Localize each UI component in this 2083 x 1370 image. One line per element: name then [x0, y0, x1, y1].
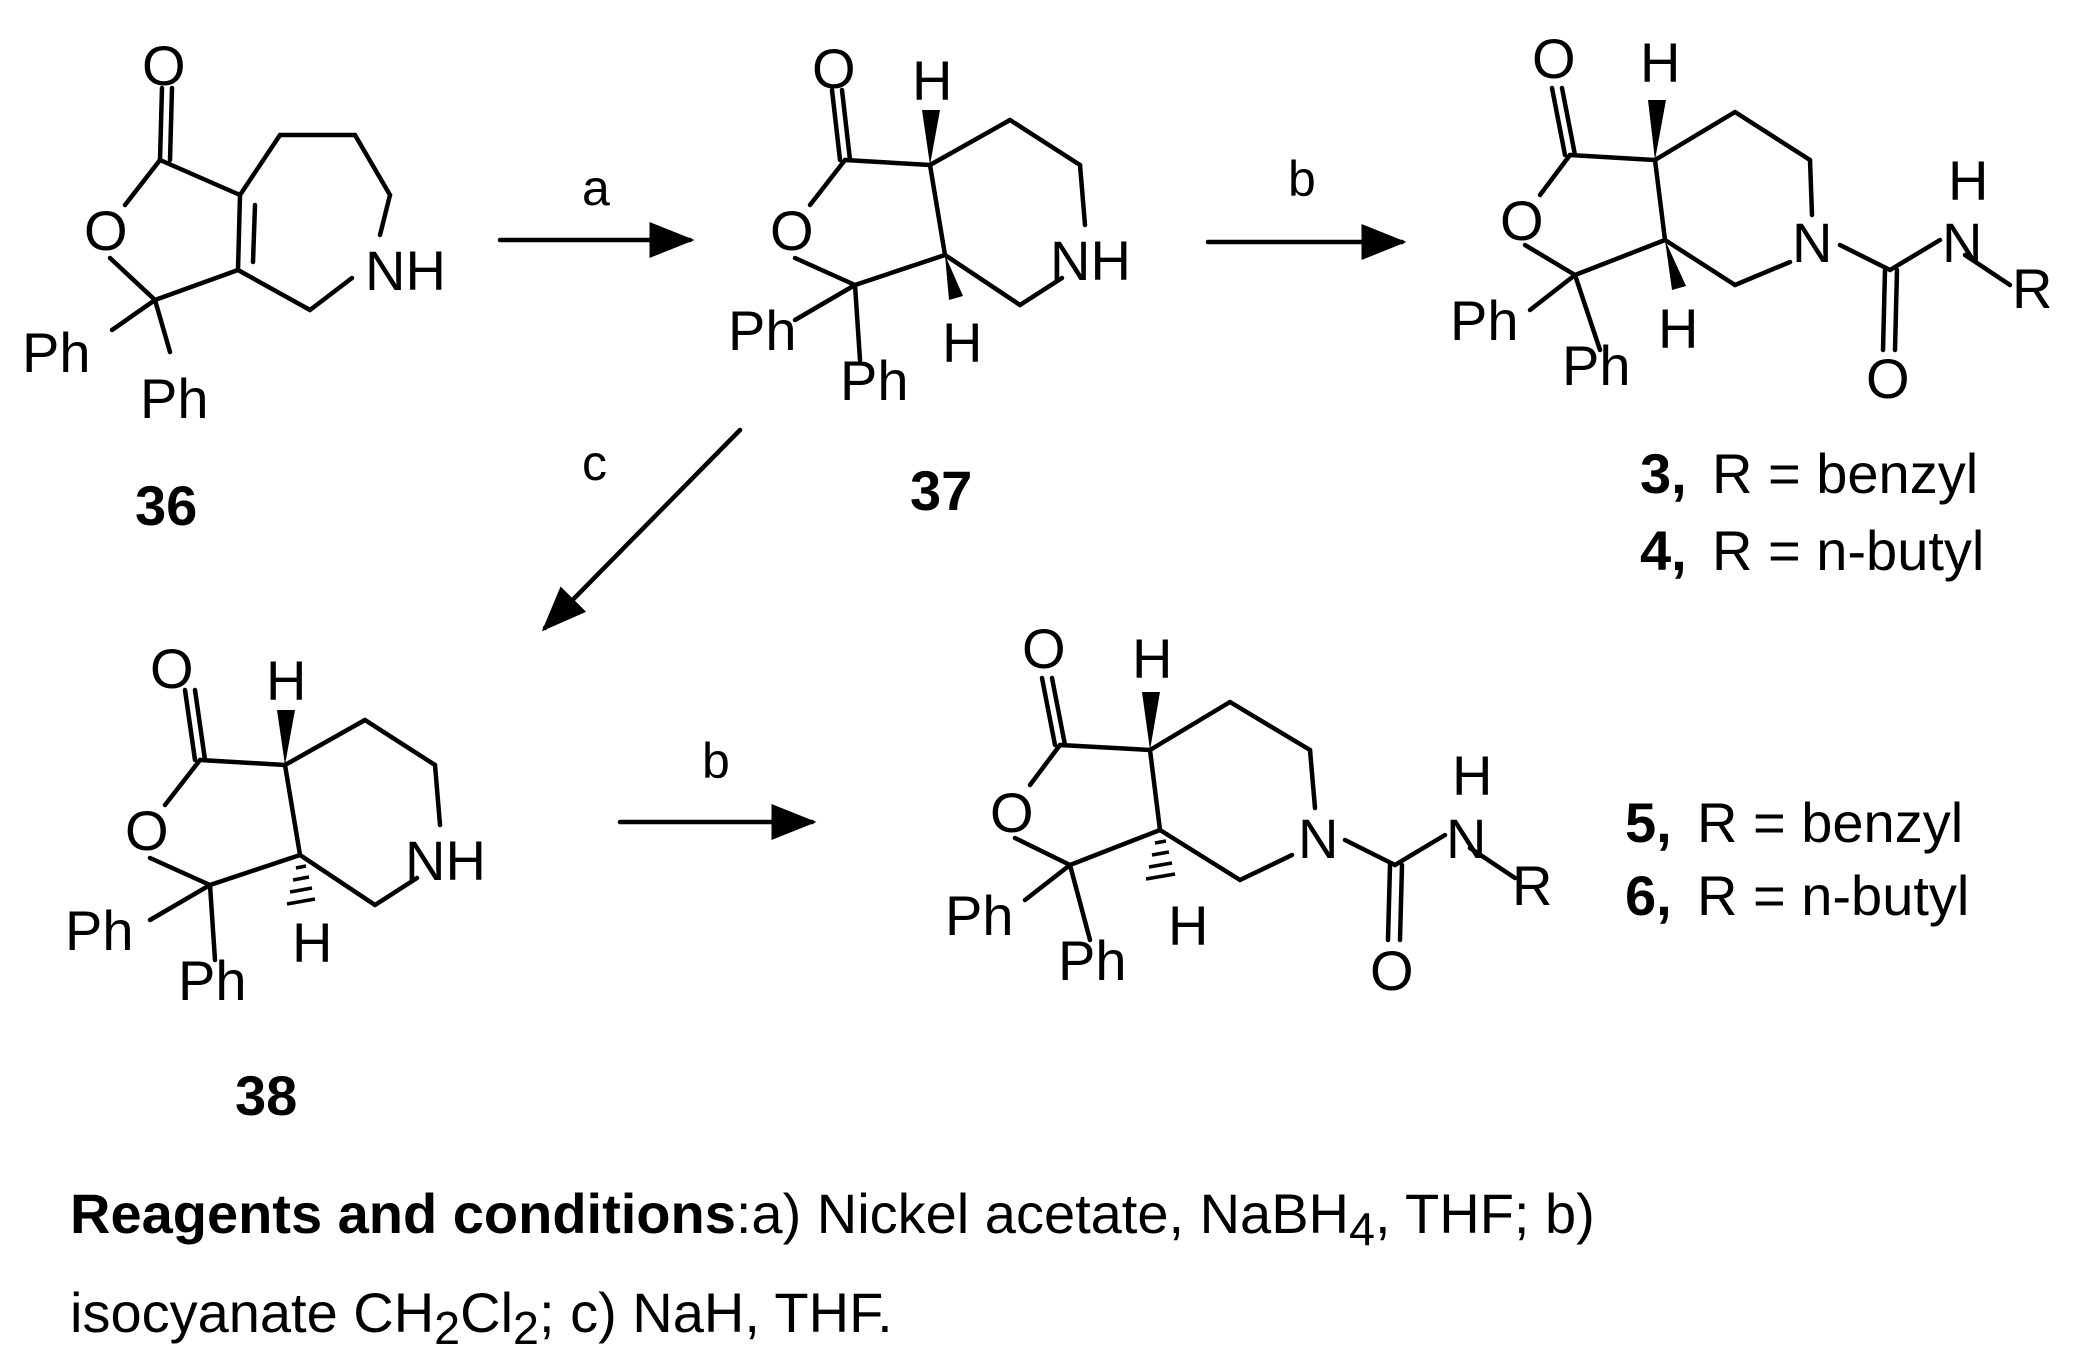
- compound-38-structure: O O NH H H Ph Ph: [65, 637, 486, 1012]
- compound-number-38: 38: [235, 1064, 297, 1127]
- atom-label-Ph: Ph: [945, 884, 1014, 947]
- atom-label-Ph: Ph: [140, 367, 209, 430]
- compound-37-structure: O O NH H H Ph Ph: [728, 37, 1131, 412]
- atom-label-O: O: [150, 637, 194, 700]
- conditions-text-d: Cl: [460, 1281, 514, 1345]
- r-group-nbutyl: R = n-butyl: [1712, 519, 1984, 582]
- reagent-label-c: c: [582, 435, 607, 491]
- atom-label-Ph: Ph: [1058, 929, 1127, 992]
- r-group-nbutyl: R = n-butyl: [1697, 864, 1969, 927]
- atom-label-H: H: [942, 311, 982, 374]
- atom-label-O: O: [1500, 189, 1544, 252]
- atom-label-H: H: [1132, 627, 1172, 690]
- reagent-label-b: b: [1288, 151, 1316, 207]
- atom-label-NH: NH: [1050, 229, 1131, 292]
- conditions-text-c: isocyanate CH: [70, 1281, 435, 1345]
- atom-label-R: R: [1512, 854, 1552, 917]
- atom-label-NH: NH: [365, 239, 446, 302]
- reagent-label-b: b: [702, 733, 730, 789]
- compound-number-37: 37: [910, 459, 972, 522]
- conditions-text-a: :a) Nickel acetate, NaBH: [735, 1182, 1349, 1245]
- atom-label-O: O: [1370, 939, 1414, 1002]
- atom-label-Ph: Ph: [22, 321, 91, 384]
- atom-label-O: O: [84, 199, 128, 262]
- atom-label-Ph: Ph: [728, 299, 797, 362]
- atom-label-H: H: [1658, 297, 1698, 360]
- conditions-heading: Reagents and conditions: [70, 1182, 736, 1245]
- subscript: 2: [513, 1302, 539, 1355]
- conditions-text-e: ; c) NaH, THF.: [538, 1281, 893, 1345]
- atom-label-Ph: Ph: [178, 949, 247, 1012]
- atom-label-O: O: [1532, 27, 1576, 90]
- atom-label-O: O: [142, 34, 186, 97]
- atom-label-H: H: [1168, 894, 1208, 957]
- conditions-line-1: Reagents and conditions:a) Nickel acetat…: [70, 1172, 2020, 1271]
- product-label-4: 4, R = n-butyl: [1640, 519, 1984, 582]
- atom-label-Ph: Ph: [1450, 289, 1519, 352]
- atom-label-O: O: [990, 781, 1034, 844]
- atom-label-NH: NH: [405, 829, 486, 892]
- atom-label-H: H: [266, 649, 306, 712]
- atom-label-O: O: [1866, 347, 1910, 410]
- reagents-and-conditions: Reagents and conditions:a) Nickel acetat…: [70, 1172, 2020, 1370]
- conditions-text-b: , THF; b): [1374, 1182, 1595, 1245]
- compound-5-6-structure: O O N N H R O H H Ph Ph: [945, 617, 1552, 1002]
- compound-number-3: 3,: [1640, 442, 1687, 505]
- compound-number-5: 5,: [1625, 791, 1672, 854]
- atom-label-O: O: [1022, 617, 1066, 680]
- atom-label-Ph: Ph: [65, 899, 134, 962]
- atom-label-O: O: [770, 199, 814, 262]
- product-label-6: 6, R = n-butyl: [1625, 864, 1969, 927]
- compound-number-36: 36: [135, 474, 197, 537]
- atom-label-N: N: [1446, 807, 1486, 870]
- subscript: 4: [1349, 1203, 1375, 1256]
- atom-label-H: H: [1640, 31, 1680, 94]
- atom-label-O: O: [125, 799, 169, 862]
- atom-label-H: H: [1948, 149, 1988, 212]
- atom-label-H: H: [292, 911, 332, 974]
- compound-number-4: 4,: [1640, 519, 1687, 582]
- compound-number-6: 6,: [1625, 864, 1672, 927]
- atom-label-N: N: [1298, 807, 1338, 870]
- atom-label-Ph: Ph: [840, 349, 909, 412]
- atom-label-N: N: [1942, 211, 1982, 274]
- r-group-benzyl: R = benzyl: [1712, 442, 1978, 505]
- product-label-3: 3, R = benzyl: [1640, 442, 1978, 505]
- arrow-c: [541, 427, 743, 632]
- conditions-line-2: isocyanate CH2Cl2; c) NaH, THF.: [70, 1271, 2020, 1370]
- compound-36-structure: O O NH Ph Ph: [22, 34, 446, 430]
- atom-label-O: O: [812, 37, 856, 100]
- product-label-5: 5, R = benzyl: [1625, 791, 1963, 854]
- atom-label-Ph: Ph: [1562, 334, 1631, 397]
- reagent-label-a: a: [582, 160, 610, 216]
- r-group-benzyl: R = benzyl: [1697, 791, 1963, 854]
- atom-label-H: H: [1452, 744, 1492, 807]
- compound-3-4-structure: O O N N H R O H H Ph Ph: [1450, 27, 2052, 410]
- atom-label-H: H: [912, 49, 952, 112]
- subscript: 2: [434, 1302, 461, 1355]
- atom-label-R: R: [2012, 257, 2052, 320]
- atom-label-N: N: [1792, 211, 1832, 274]
